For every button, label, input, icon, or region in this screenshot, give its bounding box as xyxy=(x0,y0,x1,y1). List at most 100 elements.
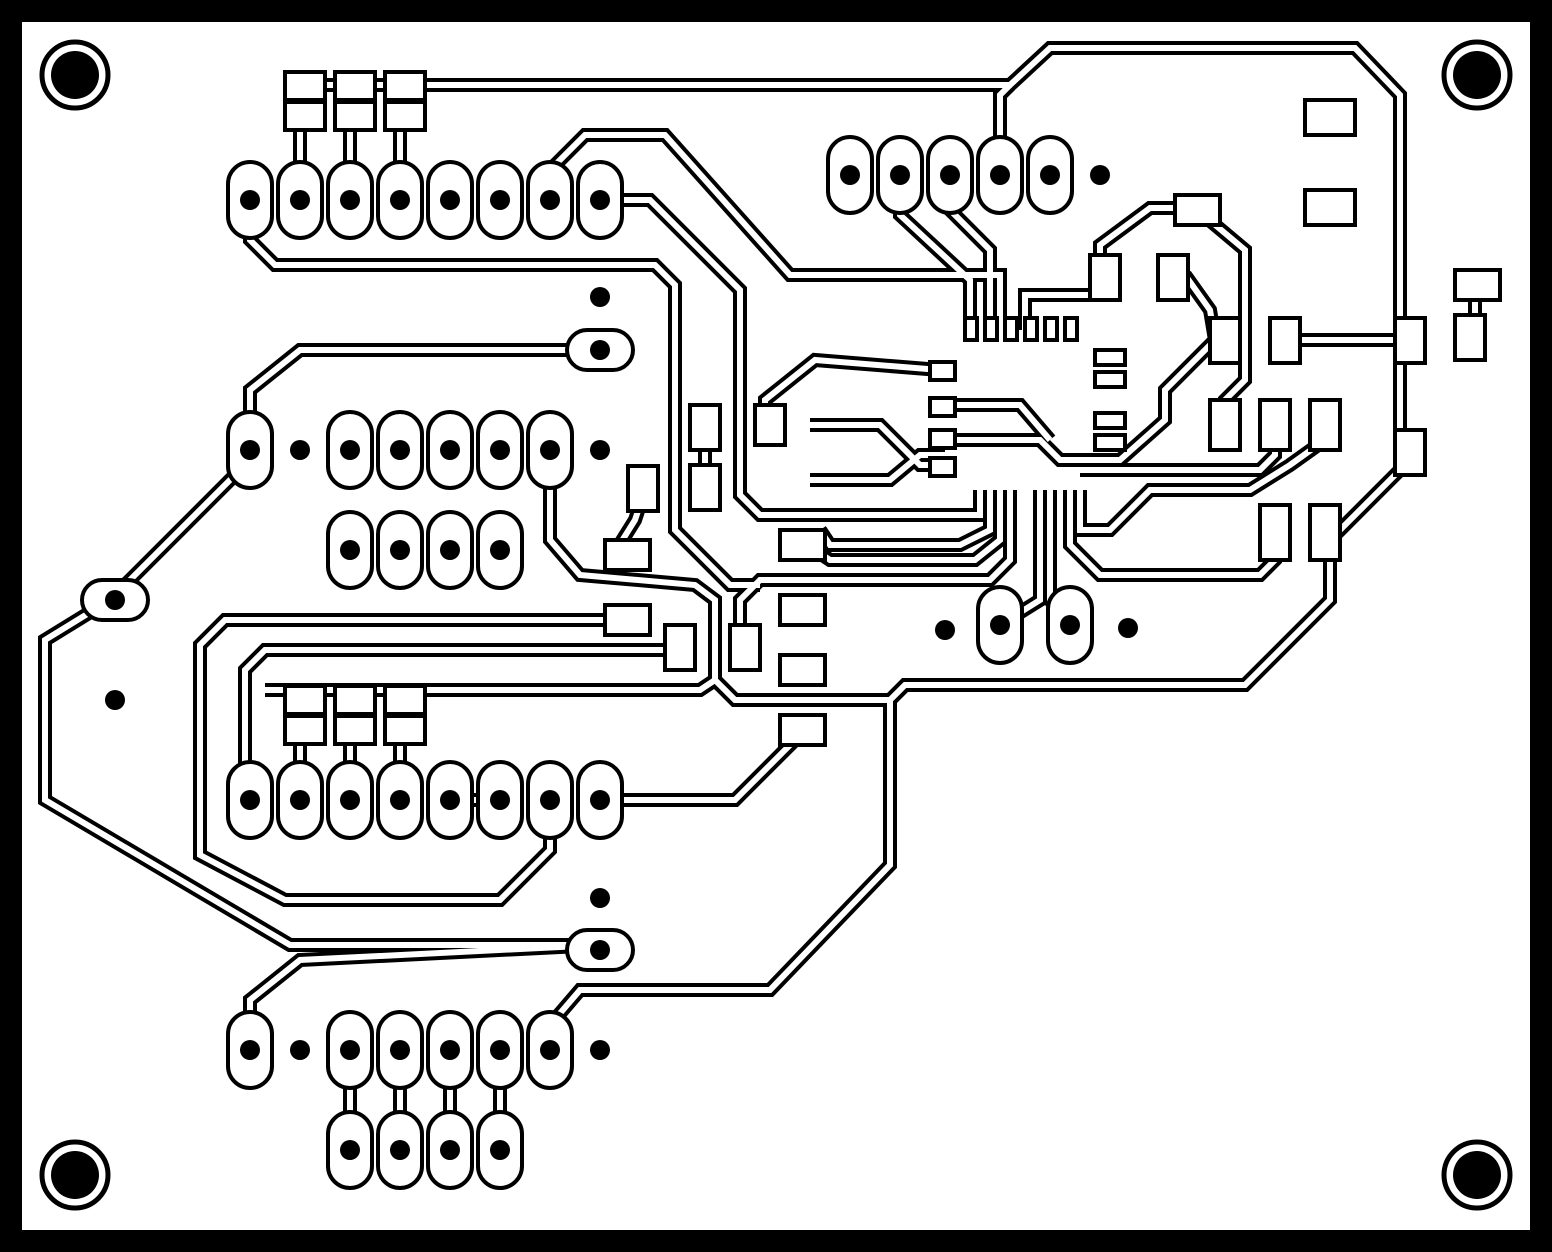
via-5 xyxy=(590,888,610,908)
drill-hole-43 xyxy=(490,1140,510,1160)
drill-hole-23 xyxy=(590,340,610,360)
drill-hole-33 xyxy=(590,940,610,960)
smd-pad-49 xyxy=(1063,316,1079,342)
smd-pad-33 xyxy=(778,528,827,562)
trace-15 xyxy=(737,490,1013,650)
smd-pad-37 xyxy=(728,623,762,672)
via-6 xyxy=(290,1040,310,1060)
smd-pad-45 xyxy=(983,316,999,342)
smd-pad-51 xyxy=(1093,370,1127,389)
drill-hole-13 xyxy=(240,440,260,460)
mounting-hole-0 xyxy=(51,51,99,99)
smd-pad-16 xyxy=(1156,253,1190,302)
drill-hole-16 xyxy=(440,440,460,460)
smd-pad-24 xyxy=(1453,268,1502,302)
smd-pad-3 xyxy=(283,100,327,132)
smd-pad-44 xyxy=(963,316,979,342)
smd-pad-52 xyxy=(1093,411,1127,430)
smd-pad-15 xyxy=(1088,253,1122,302)
trace-35 xyxy=(242,647,680,800)
drill-hole-1 xyxy=(290,190,310,210)
smd-pad-53 xyxy=(1093,433,1127,452)
drill-hole-14 xyxy=(340,440,360,460)
smd-pad-19 xyxy=(1393,316,1427,365)
smd-pad-18 xyxy=(1268,316,1302,365)
drill-hole-28 xyxy=(390,790,410,810)
drill-hole-44 xyxy=(990,615,1010,635)
smd-pad-31 xyxy=(603,538,652,572)
smd-pad-5 xyxy=(383,100,427,132)
smd-pad-8 xyxy=(383,684,427,716)
via-0 xyxy=(1090,165,1110,185)
drill-hole-41 xyxy=(390,1140,410,1160)
trace-30 xyxy=(42,347,600,948)
drill-hole-27 xyxy=(340,790,360,810)
drill-hole-4 xyxy=(440,190,460,210)
drill-hole-20 xyxy=(390,540,410,560)
smd-pad-13 xyxy=(1303,188,1357,227)
mounting-hole-3 xyxy=(1453,1151,1501,1199)
drill-hole-17 xyxy=(490,440,510,460)
drill-hole-22 xyxy=(490,540,510,560)
drill-hole-30 xyxy=(490,790,510,810)
drill-hole-12 xyxy=(1040,165,1060,185)
smd-pad-43 xyxy=(928,456,957,478)
smd-pad-23 xyxy=(1308,398,1342,452)
via-9 xyxy=(1118,618,1138,638)
smd-pad-6 xyxy=(283,684,327,716)
smd-pad-25 xyxy=(1453,313,1487,362)
drill-hole-10 xyxy=(940,165,960,185)
smd-pad-27 xyxy=(1308,503,1342,562)
drill-hole-31 xyxy=(540,790,560,810)
drill-hole-5 xyxy=(490,190,510,210)
drill-hole-25 xyxy=(240,790,260,810)
trace-7 xyxy=(600,197,983,518)
drill-hole-8 xyxy=(840,165,860,185)
smd-pad-32 xyxy=(753,403,787,447)
drill-hole-9 xyxy=(890,165,910,185)
trace-32 xyxy=(265,450,718,693)
trace-0 xyxy=(247,200,760,588)
drill-hole-35 xyxy=(340,1040,360,1060)
smd-pad-1 xyxy=(333,70,377,102)
smd-pad-20 xyxy=(1393,428,1427,477)
smd-pad-11 xyxy=(383,714,427,746)
trace-27 xyxy=(810,452,945,483)
trace-23 xyxy=(930,402,1053,442)
smd-pad-7 xyxy=(333,684,377,716)
smd-pad-17 xyxy=(1208,316,1242,365)
smd-pad-4 xyxy=(333,100,377,132)
drill-hole-39 xyxy=(540,1040,560,1060)
via-3 xyxy=(590,287,610,307)
drill-hole-7 xyxy=(590,190,610,210)
smd-pad-10 xyxy=(333,714,377,746)
drill-hole-38 xyxy=(490,1040,510,1060)
smd-pad-46 xyxy=(1003,316,1019,342)
smd-pad-48 xyxy=(1043,316,1059,342)
via-2 xyxy=(590,440,610,460)
via-1 xyxy=(290,440,310,460)
via-4 xyxy=(105,690,125,710)
smd-pad-38 xyxy=(663,623,697,672)
drill-hole-34 xyxy=(240,1040,260,1060)
smd-pad-34 xyxy=(778,593,827,627)
via-8 xyxy=(935,620,955,640)
smd-pad-22 xyxy=(1258,398,1292,452)
smd-pad-29 xyxy=(688,463,722,512)
trace-21 xyxy=(1097,205,1248,420)
smd-pad-14 xyxy=(1173,193,1222,227)
drill-hole-29 xyxy=(440,790,460,810)
smd-pad-47 xyxy=(1023,316,1039,342)
mounting-hole-1 xyxy=(1453,51,1501,99)
drill-hole-21 xyxy=(440,540,460,560)
mounting-hole-2 xyxy=(51,1151,99,1199)
drill-hole-15 xyxy=(390,440,410,460)
drill-hole-0 xyxy=(240,190,260,210)
drill-hole-45 xyxy=(1060,615,1080,635)
smd-pad-35 xyxy=(778,653,827,687)
trace-33 xyxy=(712,677,890,703)
via-7 xyxy=(590,1040,610,1060)
drill-hole-11 xyxy=(990,165,1010,185)
smd-pad-41 xyxy=(928,396,957,418)
